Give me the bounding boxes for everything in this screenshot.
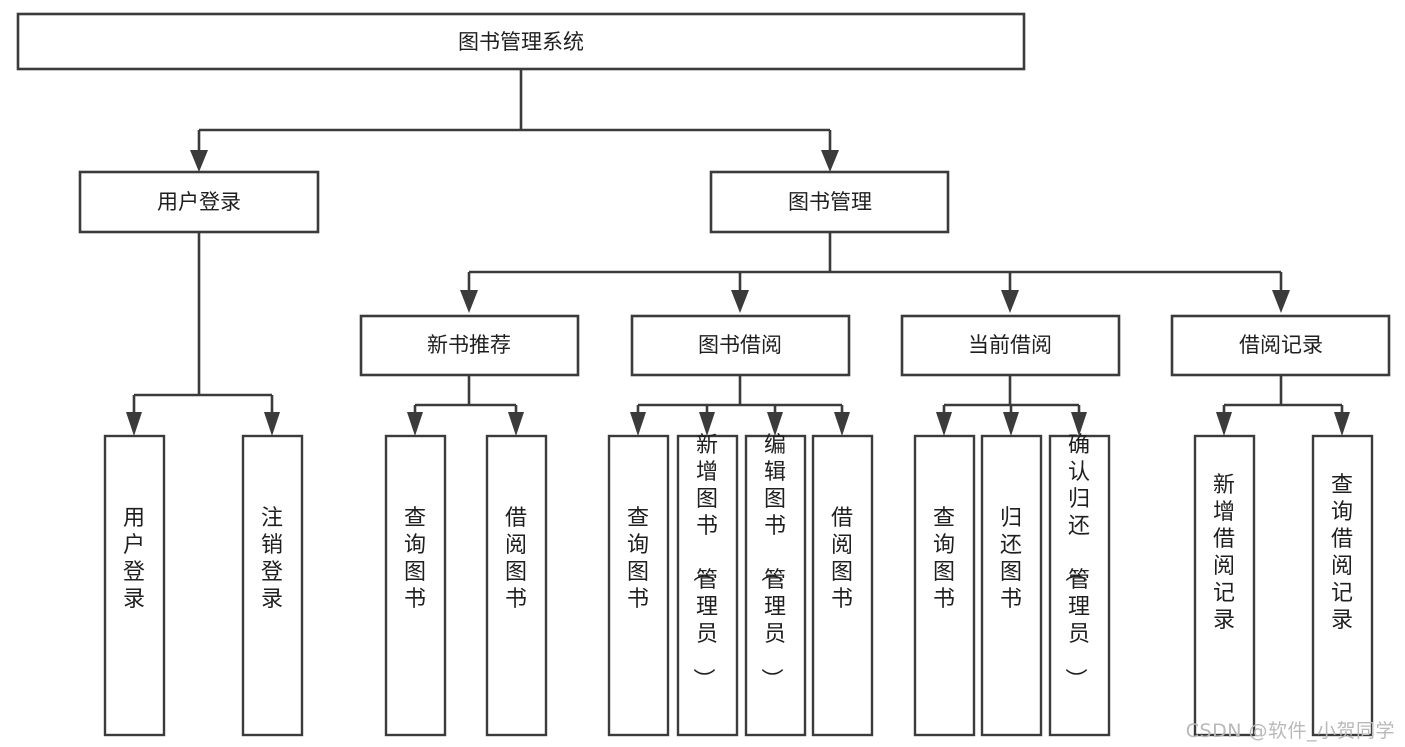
node-label-user-login: 用户登录 bbox=[157, 190, 241, 214]
node-label-current-borrow: 当前借阅 bbox=[968, 333, 1052, 357]
arrow-head-leaf-query-book-3 bbox=[936, 412, 952, 436]
arrow-head-leaf-add-record bbox=[1216, 412, 1232, 436]
arrow-head-leaf-edit-book bbox=[767, 412, 783, 436]
node-label-leaf-add-record: 新增借阅记录 bbox=[1213, 473, 1235, 633]
node-box-book-borrow[interactable] bbox=[630, 314, 851, 377]
node-label-leaf-query-record: 查询借阅记录 bbox=[1331, 473, 1353, 633]
node-borrow-record[interactable]: 借阅记录 bbox=[1170, 314, 1391, 377]
connector-user-login-to-leaves bbox=[126, 232, 280, 436]
node-box-leaf-query-record[interactable] bbox=[1311, 434, 1374, 737]
node-label-leaf-query-book-1: 查询图书 bbox=[404, 506, 426, 612]
node-box-leaf-query-book-1[interactable] bbox=[384, 434, 447, 737]
node-leaf-query-book-1[interactable]: 查询图书 bbox=[384, 434, 447, 737]
arrow-head-book-borrow bbox=[731, 290, 749, 313]
arrow-head-leaf-query-book-1 bbox=[407, 412, 423, 436]
arrow-head-leaf-add-book bbox=[699, 412, 715, 436]
node-label-book-borrow: 图书借阅 bbox=[698, 333, 782, 357]
arrow-head-current-borrow bbox=[1001, 290, 1019, 313]
arrow-head-leaf-confirm-return bbox=[1071, 412, 1087, 436]
connector-borrow-record-to-leaves bbox=[1216, 375, 1350, 436]
node-leaf-logout[interactable]: 注销登录 bbox=[241, 434, 304, 737]
node-box-leaf-return-book[interactable] bbox=[980, 434, 1043, 737]
node-label-leaf-confirm-return: 确认归还（管理员） bbox=[1062, 433, 1090, 690]
node-label-leaf-edit-book: 编辑图书（管理员） bbox=[758, 433, 786, 690]
node-label-book-management: 图书管理 bbox=[788, 190, 872, 214]
node-book-borrow[interactable]: 图书借阅 bbox=[630, 314, 851, 377]
arrow-head-user-login bbox=[190, 150, 208, 172]
node-leaf-query-record[interactable]: 查询借阅记录 bbox=[1311, 434, 1374, 737]
node-box-user-login[interactable] bbox=[78, 170, 320, 234]
node-box-leaf-confirm-return[interactable] bbox=[1048, 434, 1111, 737]
connector-current-borrow-to-leaves bbox=[936, 375, 1087, 436]
node-box-new-book-recommend[interactable] bbox=[359, 314, 580, 377]
node-leaf-add-book[interactable]: 新增图书（管理员） bbox=[676, 433, 739, 737]
node-box-leaf-edit-book[interactable] bbox=[744, 434, 807, 737]
node-leaf-add-record[interactable]: 新增借阅记录 bbox=[1193, 434, 1256, 737]
node-leaf-confirm-return[interactable]: 确认归还（管理员） bbox=[1048, 433, 1111, 737]
node-label-root: 图书管理系统 bbox=[458, 30, 584, 54]
arrow-head-leaf-borrow-book-2 bbox=[834, 412, 850, 436]
node-new-book-recommend[interactable]: 新书推荐 bbox=[359, 314, 580, 377]
connector-book-management-to-level3 bbox=[460, 232, 1290, 313]
node-label-leaf-return-book: 归还图书 bbox=[1000, 506, 1022, 612]
connector-new-book-recommend-to-leaves bbox=[407, 375, 524, 436]
node-book-management-system[interactable]: 图书管理系统 bbox=[16, 12, 1026, 71]
node-box-leaf-query-book-2[interactable] bbox=[607, 434, 670, 737]
node-box-leaf-add-record[interactable] bbox=[1193, 434, 1256, 737]
node-label-leaf-add-book: 新增图书（管理员） bbox=[690, 433, 718, 690]
node-box-leaf-borrow-book-2[interactable] bbox=[811, 434, 874, 737]
node-label-new-book-recommend: 新书推荐 bbox=[427, 333, 511, 357]
node-box-leaf-query-book-3[interactable] bbox=[913, 434, 976, 737]
node-leaf-query-book-2[interactable]: 查询图书 bbox=[607, 434, 670, 737]
arrow-head-leaf-borrow-book-1 bbox=[508, 412, 524, 436]
arrow-head-borrow-record bbox=[1272, 290, 1290, 313]
node-leaf-borrow-book-1[interactable]: 借阅图书 bbox=[485, 434, 548, 737]
node-book-management[interactable]: 图书管理 bbox=[709, 170, 950, 234]
node-box-leaf-add-book[interactable] bbox=[676, 434, 739, 737]
node-box-leaf-user-login[interactable] bbox=[103, 434, 166, 737]
node-current-borrow[interactable]: 当前借阅 bbox=[900, 314, 1121, 377]
node-label-leaf-query-book-2: 查询图书 bbox=[627, 506, 649, 612]
arrow-head-leaf-query-book-2 bbox=[630, 412, 646, 436]
arrow-head-leaf-query-record bbox=[1334, 412, 1350, 436]
arrow-head-leaf-return-book bbox=[1003, 412, 1019, 436]
arrow-head-leaf-user-login bbox=[126, 412, 142, 436]
connector-book-borrow-to-leaves bbox=[630, 375, 850, 436]
node-leaf-query-book-3[interactable]: 查询图书 bbox=[913, 434, 976, 737]
node-leaf-return-book[interactable]: 归还图书 bbox=[980, 434, 1043, 737]
node-leaf-borrow-book-2[interactable]: 借阅图书 bbox=[811, 434, 874, 737]
arrow-head-leaf-logout bbox=[264, 412, 280, 436]
node-box-leaf-borrow-book-1[interactable] bbox=[485, 434, 548, 737]
node-box-book-management[interactable] bbox=[709, 170, 950, 234]
node-label-borrow-record: 借阅记录 bbox=[1239, 333, 1323, 357]
node-leaf-user-login[interactable]: 用户登录 bbox=[103, 434, 166, 737]
node-label-leaf-logout: 注销登录 bbox=[261, 506, 283, 612]
node-label-leaf-query-book-3: 查询图书 bbox=[933, 506, 955, 612]
node-box-leaf-logout[interactable] bbox=[241, 434, 304, 737]
node-leaf-edit-book[interactable]: 编辑图书（管理员） bbox=[744, 433, 807, 737]
arrow-head-book-management bbox=[821, 150, 839, 172]
arrow-head-new-book-recommend bbox=[460, 290, 478, 313]
node-user-login[interactable]: 用户登录 bbox=[78, 170, 320, 234]
node-label-leaf-borrow-book-1: 借阅图书 bbox=[505, 506, 527, 612]
node-label-leaf-borrow-book-2: 借阅图书 bbox=[831, 506, 853, 612]
csdn-watermark: CSDN @软件_小贺同学 bbox=[1185, 720, 1395, 742]
node-box-current-borrow[interactable] bbox=[900, 314, 1121, 377]
connector-root-to-level2 bbox=[190, 69, 839, 172]
node-label-leaf-user-login: 用户登录 bbox=[123, 506, 145, 612]
node-box-borrow-record[interactable] bbox=[1170, 314, 1391, 377]
node-box-root[interactable] bbox=[16, 12, 1026, 71]
